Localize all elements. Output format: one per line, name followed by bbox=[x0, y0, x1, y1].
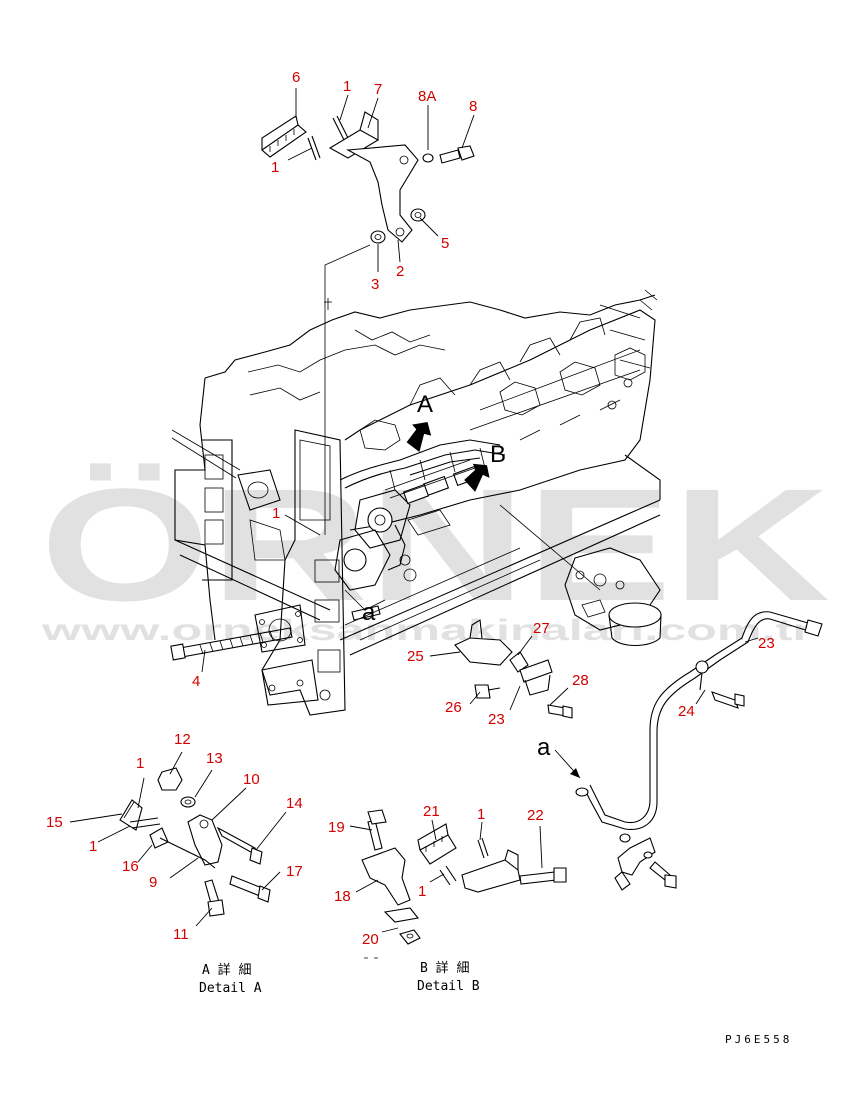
detail-a-assembly bbox=[119, 767, 271, 917]
leader-lines bbox=[69, 88, 759, 933]
callout-1: 1 bbox=[136, 755, 144, 772]
callout-1: 1 bbox=[477, 806, 485, 823]
drawing-code: PJ6E558 bbox=[725, 1033, 792, 1046]
callout-26: 26 bbox=[445, 699, 462, 716]
detail-b-caption-en: Detail B bbox=[417, 979, 480, 994]
callout-18: 18 bbox=[334, 888, 351, 905]
view-label-b: B bbox=[490, 441, 506, 468]
callout-1: 1 bbox=[89, 838, 97, 855]
detail-captions: A 詳 細 Detail A B 詳 細 Detail B bbox=[199, 957, 480, 996]
callout-17: 17 bbox=[286, 863, 303, 880]
callout-8: 8 bbox=[469, 98, 477, 115]
callout-1: 1 bbox=[272, 505, 280, 522]
callout-27: 27 bbox=[533, 620, 550, 637]
callout-20: 20 bbox=[362, 931, 379, 948]
callout-1: 1 bbox=[418, 883, 426, 900]
detail-a-caption-en: Detail A bbox=[199, 981, 262, 996]
callout-5: 5 bbox=[441, 235, 449, 252]
detail-a-caption-jp: A 詳 細 bbox=[202, 962, 251, 978]
arrow-label-a: a bbox=[537, 734, 551, 761]
view-markers: A B a a bbox=[362, 391, 581, 779]
callout-12: 12 bbox=[174, 731, 191, 748]
detail-b-assembly bbox=[361, 809, 567, 945]
callout-7: 7 bbox=[374, 81, 382, 98]
detail-b-caption-jp: B 詳 細 bbox=[420, 960, 469, 976]
callout-8a: 8A bbox=[418, 88, 436, 105]
top-bracket-assembly bbox=[261, 111, 475, 535]
callout-13: 13 bbox=[206, 750, 223, 767]
view-arrow-b bbox=[464, 463, 490, 492]
callout-10: 10 bbox=[243, 771, 260, 788]
clamp-assembly-25-28 bbox=[454, 619, 573, 719]
callout-21: 21 bbox=[423, 803, 440, 820]
callout-3: 3 bbox=[371, 276, 379, 293]
callout-1: 1 bbox=[271, 159, 279, 176]
view-label-a: A bbox=[417, 391, 433, 418]
callout-25: 25 bbox=[407, 648, 424, 665]
callout-23: 23 bbox=[758, 635, 775, 652]
callout-2: 2 bbox=[396, 263, 404, 280]
view-arrow-a-head bbox=[570, 768, 580, 778]
callout-16: 16 bbox=[122, 858, 139, 875]
callout-19: 19 bbox=[328, 819, 345, 836]
watermark-url: www.orneksanmakinalari.com.tr bbox=[40, 614, 812, 647]
engine-block bbox=[170, 289, 662, 716]
pipe-assembly bbox=[575, 611, 823, 891]
callout-24: 24 bbox=[678, 703, 695, 720]
callout-numbers: 6 1 7 8A 8 1 5 3 2 1 4 27 25 28 26 23 23… bbox=[46, 69, 775, 948]
callout-28: 28 bbox=[572, 672, 589, 689]
callout-6: 6 bbox=[292, 69, 300, 86]
callout-22: 22 bbox=[527, 807, 544, 824]
callout-4: 4 bbox=[192, 673, 200, 690]
callout-11: 11 bbox=[173, 926, 189, 943]
callout-14: 14 bbox=[286, 795, 303, 812]
watermark: ÖRNEK www.orneksanmakinalari.com.tr bbox=[40, 455, 830, 647]
callout-9: 9 bbox=[149, 874, 157, 891]
callout-1: 1 bbox=[343, 78, 351, 95]
view-arrow-a bbox=[406, 422, 432, 452]
callout-23: 23 bbox=[488, 711, 505, 728]
callout-15: 15 bbox=[46, 814, 63, 831]
engine-label-a: a bbox=[362, 599, 376, 626]
